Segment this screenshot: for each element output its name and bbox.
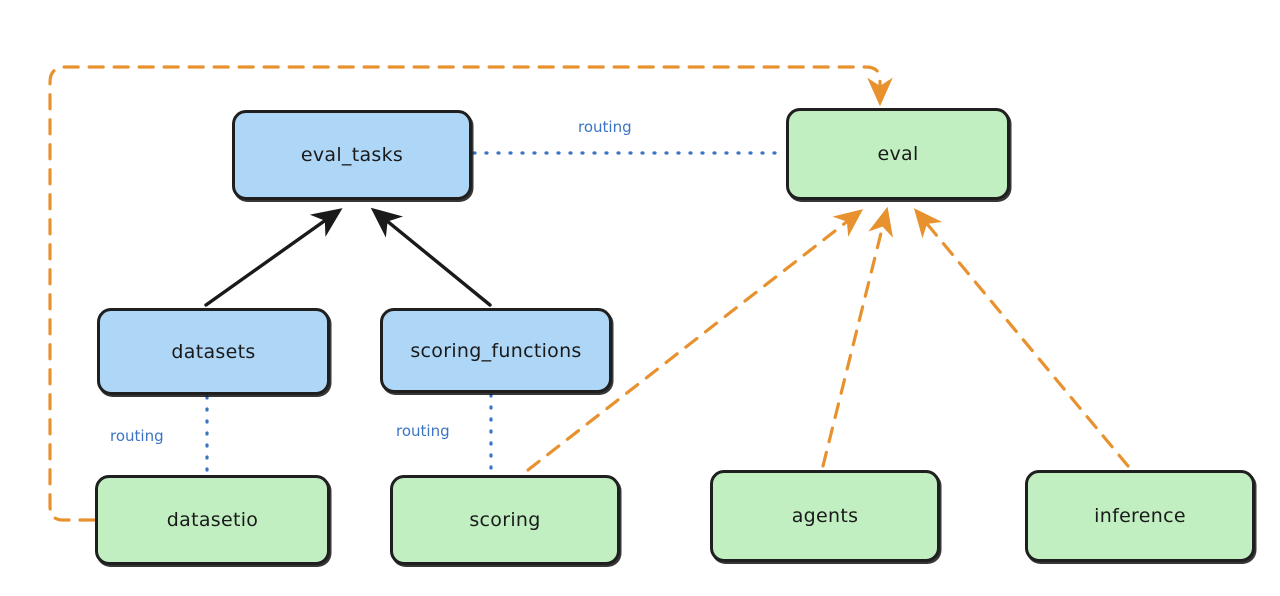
node-inference[interactable]: inference	[1025, 470, 1255, 562]
edge-inference-to-eval	[913, 208, 1130, 468]
node-agents[interactable]: agents	[710, 470, 940, 562]
node-label: scoring_functions	[410, 339, 582, 362]
edge-label-routing-eval: routing	[578, 118, 632, 136]
node-label: agents	[791, 505, 859, 527]
edge-label-routing-datasetio: routing	[110, 427, 164, 445]
edge-label-routing-scoring: routing	[396, 422, 450, 440]
node-scoring[interactable]: scoring	[390, 475, 620, 565]
node-label: scoring	[469, 509, 541, 531]
node-datasets[interactable]: datasets	[97, 308, 330, 395]
node-eval[interactable]: eval	[786, 108, 1010, 200]
node-label: inference	[1094, 505, 1186, 527]
node-scoring-functions[interactable]: scoring_functions	[380, 308, 612, 393]
edge-datasets-to-eval_tasks	[204, 208, 343, 307]
node-datasetio[interactable]: datasetio	[95, 475, 330, 565]
node-label: datasets	[171, 340, 256, 363]
node-eval-tasks[interactable]: eval_tasks	[232, 110, 472, 200]
node-label: eval	[877, 143, 919, 165]
node-label: datasetio	[166, 509, 259, 531]
edge-scoring_functions-to-eval_tasks	[370, 207, 492, 307]
edge-agents-to-eval	[821, 206, 894, 468]
node-label: eval_tasks	[300, 144, 404, 166]
